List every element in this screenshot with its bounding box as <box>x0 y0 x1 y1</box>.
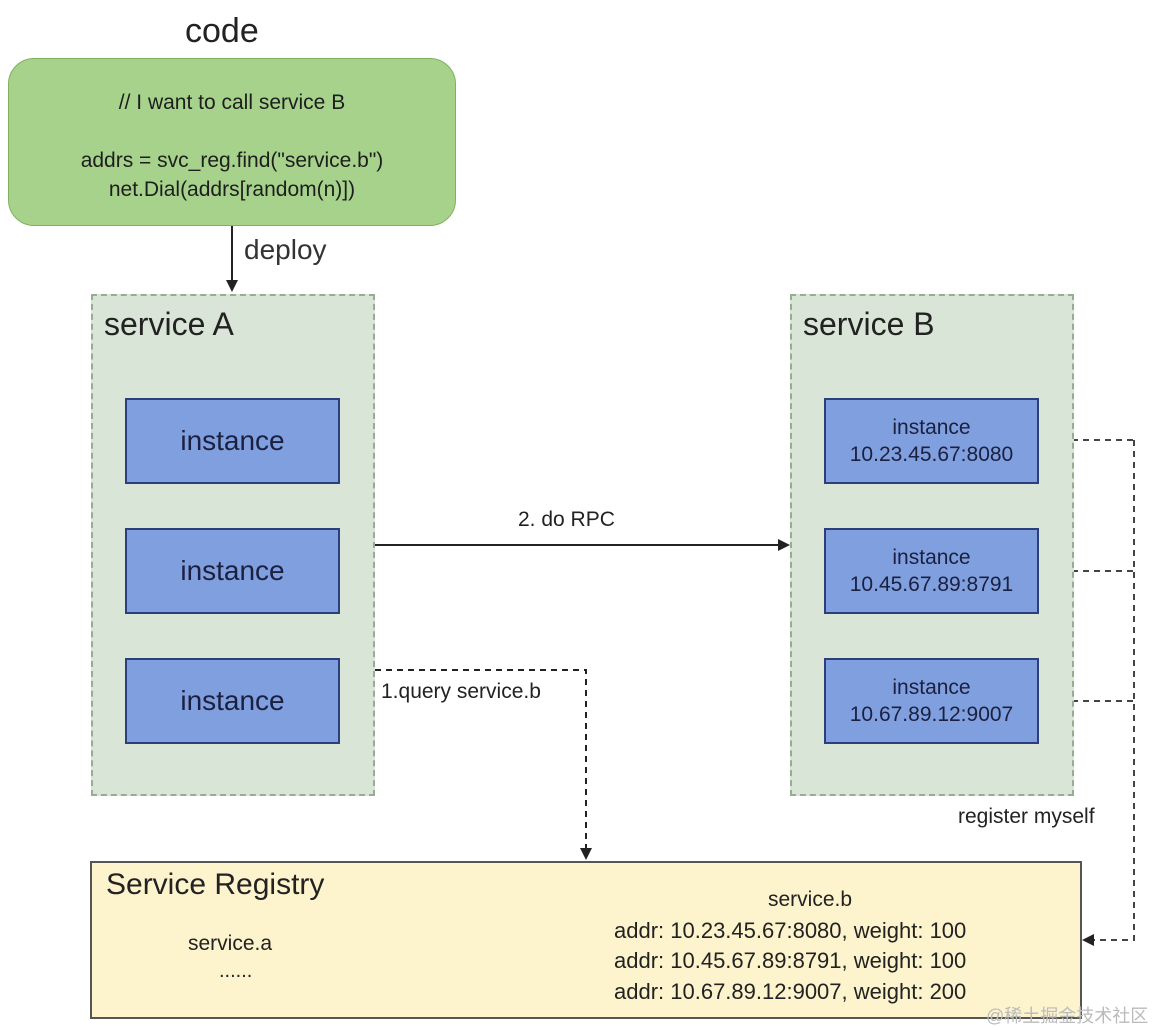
service-a-instance: instance <box>125 398 340 484</box>
instance-label: instance <box>180 425 285 456</box>
register-label: register myself <box>958 805 1095 828</box>
service-a-instance: instance <box>125 658 340 744</box>
query-arrow <box>375 669 592 860</box>
register-trunk <box>1082 440 1135 946</box>
registry-ellipsis: ...... <box>219 960 253 982</box>
instance-label: instance <box>892 416 971 439</box>
instance-label: instance <box>892 546 971 569</box>
service-b-instance: instance 10.67.89.12:9007 <box>824 658 1039 744</box>
code-line-comment: // I want to call service B <box>118 91 346 114</box>
registry-entry: addr: 10.45.67.89:8791, weight: 100 <box>614 948 967 973</box>
code-title: code <box>185 12 259 50</box>
code-line-dial: net.Dial(addrs[random(n)]) <box>108 178 356 201</box>
code-box: // I want to call service B addrs = svc_… <box>8 58 456 226</box>
deploy-label: deploy <box>244 234 327 265</box>
service-b-instance: instance 10.23.45.67:8080 <box>824 398 1039 484</box>
instance-label: instance <box>180 555 285 586</box>
registry-title: Service Registry <box>106 868 325 901</box>
rpc-label: 2. do RPC <box>518 508 615 531</box>
registry-entry: addr: 10.23.45.67:8080, weight: 100 <box>614 918 967 943</box>
registry-service-a: service.a <box>188 932 273 955</box>
watermark: @稀土掘金技术社区 <box>986 1006 1149 1026</box>
instance-address: 10.67.89.12:9007 <box>849 703 1014 726</box>
query-label: 1.query service.b <box>381 680 541 703</box>
service-a-instance: instance <box>125 528 340 614</box>
service-a-title: service A <box>104 306 234 342</box>
instance-label: instance <box>892 676 971 699</box>
code-line-find: addrs = svc_reg.find("service.b") <box>80 149 384 172</box>
instance-address: 10.45.67.89:8791 <box>849 573 1014 596</box>
service-b-instance: instance 10.45.67.89:8791 <box>824 528 1039 614</box>
service-registry <box>90 861 1082 1019</box>
service-b-title: service B <box>803 306 935 342</box>
instance-address: 10.23.45.67:8080 <box>849 443 1014 466</box>
instance-label: instance <box>180 685 285 716</box>
registry-entry: addr: 10.67.89.12:9007, weight: 200 <box>614 979 967 1004</box>
registry-service-b: service.b <box>768 888 853 911</box>
